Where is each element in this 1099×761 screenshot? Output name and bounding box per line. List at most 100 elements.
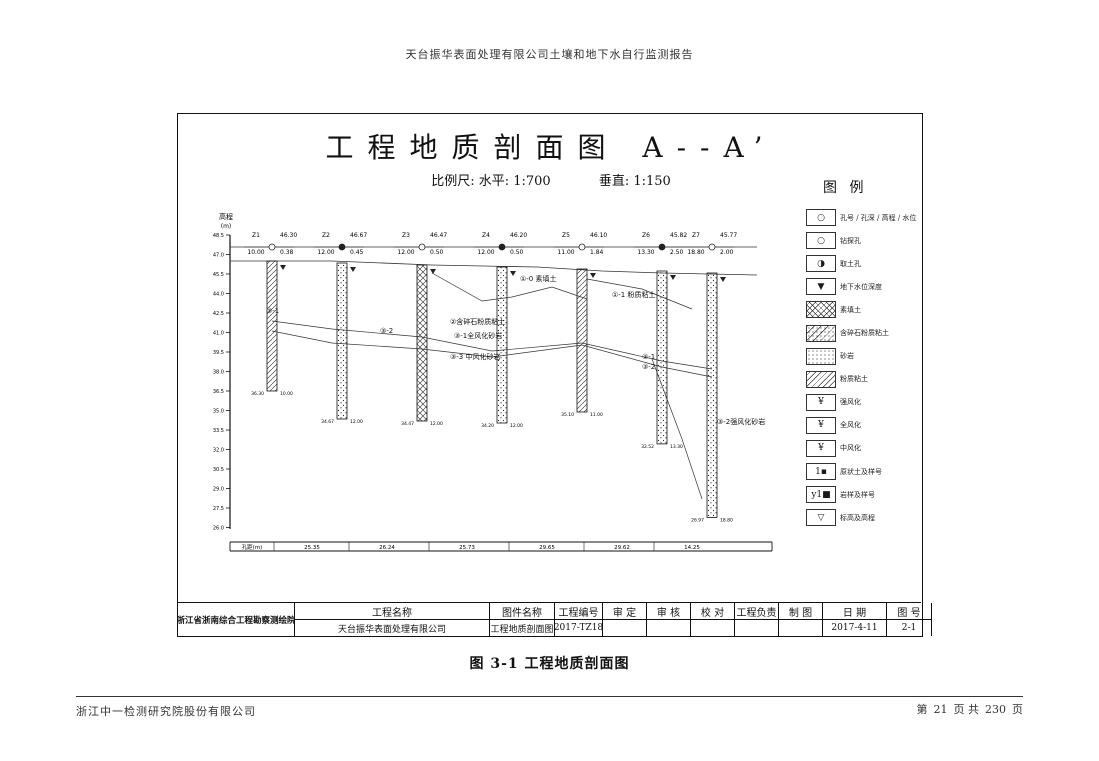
title-block-header: 工程编号 bbox=[555, 603, 603, 619]
borehole-bottom-depth: 10.00 bbox=[280, 391, 293, 397]
spacing-value: 29.62 bbox=[614, 545, 630, 551]
title-block-header: 图 号 bbox=[887, 603, 932, 619]
circle-swatch: ○ bbox=[806, 232, 836, 250]
elev-tick-label: 45.5 bbox=[213, 272, 224, 278]
borehole-marker bbox=[498, 243, 506, 251]
borehole-water: 0.50 bbox=[430, 249, 444, 256]
boundary-line-1 bbox=[271, 320, 713, 370]
borehole-id: Z6 bbox=[642, 232, 650, 239]
borehole-water: 0.50 bbox=[510, 249, 524, 256]
page-mid: 页 共 bbox=[953, 703, 980, 716]
footer-rule bbox=[76, 696, 1023, 697]
title-block-header: 工程名称 bbox=[295, 603, 490, 619]
axis-unit: (m) bbox=[221, 223, 232, 230]
title-block-value: 2017-4-11 bbox=[823, 619, 887, 636]
borehole-elev: 45.82 bbox=[670, 232, 687, 239]
legend-item: y1■岩样及样号 bbox=[806, 483, 916, 506]
borehole-column bbox=[266, 260, 278, 392]
borehole-id: Z3 bbox=[402, 232, 410, 239]
borehole-bottom-depth: 12.00 bbox=[350, 419, 363, 425]
borehole-marker bbox=[268, 243, 276, 251]
page-prefix: 第 bbox=[916, 703, 928, 716]
page-num: 21 bbox=[933, 703, 948, 716]
diag-dots-swatch bbox=[806, 324, 836, 342]
borehole-bottom-elev: 36.30 bbox=[251, 391, 264, 397]
borehole-elev: 46.47 bbox=[430, 232, 447, 239]
borehole-marker bbox=[708, 243, 716, 251]
borehole-elev: 46.10 bbox=[590, 232, 607, 239]
water-level-marker bbox=[590, 273, 596, 278]
borehole-depth: 12.00 bbox=[477, 249, 494, 256]
drawing-title: 工程地质剖面图 A--A’ bbox=[325, 131, 777, 164]
borehole-id: Z7 bbox=[692, 232, 700, 239]
legend-item: 1▪原状土及样号 bbox=[806, 460, 916, 483]
scale-horizontal: 比例尺: 水平: 1:700 bbox=[431, 174, 551, 189]
elev-tick-label: 48.5 bbox=[213, 233, 224, 239]
layer-label: ①-1 粉质粘土 bbox=[612, 290, 655, 299]
layer-label: ②含碎石粉质粘土 bbox=[450, 317, 505, 326]
sample1-swatch: 1▪ bbox=[806, 463, 836, 481]
borehole-column bbox=[496, 266, 508, 424]
spacing-value: 25.73 bbox=[459, 545, 475, 551]
elev-tick-label: 33.5 bbox=[213, 428, 224, 434]
title-block-header: 校 对 bbox=[691, 603, 735, 619]
dots-swatch bbox=[806, 347, 836, 365]
legend-item: ▼地下水位深度 bbox=[806, 275, 916, 298]
borehole-marker bbox=[578, 243, 586, 251]
water-level-marker bbox=[350, 267, 356, 272]
page-suffix: 页 bbox=[1012, 703, 1023, 716]
borehole-bottom-depth: 11.00 bbox=[590, 412, 603, 418]
title-block: 浙江省浙南综合工程勘察测绘院 工程名称天台振华表面处理有限公司图件名称工程地质剖… bbox=[178, 602, 932, 636]
spacing-value: 25.35 bbox=[304, 545, 320, 551]
title-block-header: 审 核 bbox=[647, 603, 691, 619]
borehole-water: 2.50 bbox=[670, 249, 684, 256]
borehole-water: 1.84 bbox=[590, 249, 604, 256]
borehole-column bbox=[416, 264, 428, 422]
borehole-id: Z5 bbox=[562, 232, 570, 239]
legend-label: 含碎石粉质粘土 bbox=[840, 329, 889, 338]
legend-item: ¥强风化 bbox=[806, 391, 916, 414]
water-level-marker bbox=[670, 275, 676, 280]
elev-tick-label: 36.5 bbox=[213, 389, 224, 395]
borehole-marker bbox=[338, 243, 346, 251]
scale-vertical: 垂直: 1:150 bbox=[598, 174, 671, 189]
borehole-bottom-elev: 26.97 bbox=[691, 517, 704, 523]
elev-tick-label: 27.5 bbox=[213, 506, 224, 512]
legend-label: 强风化 bbox=[840, 398, 861, 407]
water-level-marker bbox=[720, 277, 726, 282]
cross-hatch-swatch bbox=[806, 301, 836, 319]
title-block-header: 工程负责 bbox=[735, 603, 779, 619]
layer-label: ③-3 中风化砂岩 bbox=[450, 352, 500, 361]
legend-item: ○孔号 / 孔深 / 高程 / 水位 bbox=[806, 206, 916, 229]
borehole-depth: 10.00 bbox=[247, 249, 264, 256]
figure-caption: 图 3-1 工程地质剖面图 bbox=[469, 656, 630, 672]
legend-item: ▽标高及高程 bbox=[806, 506, 916, 529]
title-block-value: 2017-TZ18 bbox=[555, 619, 603, 636]
layer-label: ③-2 bbox=[642, 363, 655, 371]
legend-item: 砂岩 bbox=[806, 345, 916, 368]
layer-label: ③-1 bbox=[642, 353, 655, 361]
spacing-value: 26.24 bbox=[379, 545, 395, 551]
borehole-depth: 13.30 bbox=[637, 249, 654, 256]
elev-swatch: ▽ bbox=[806, 509, 836, 527]
borehole-bottom-depth: 12.00 bbox=[510, 423, 523, 429]
ground-surface bbox=[230, 260, 758, 276]
borehole-depth: 12.00 bbox=[397, 249, 414, 256]
legend-item: ¥中风化 bbox=[806, 437, 916, 460]
axis-label: 高程 bbox=[219, 212, 233, 221]
diag-swatch bbox=[806, 370, 836, 388]
layer-label: ①-0 素填土 bbox=[520, 274, 556, 283]
boundary-line-3 bbox=[431, 272, 588, 302]
borehole-bottom-depth: 12.00 bbox=[430, 421, 443, 427]
legend-item: 含碎石粉质粘土 bbox=[806, 321, 916, 344]
legend: ○孔号 / 孔深 / 高程 / 水位○钻探孔◑取土孔▼地下水位深度素填土含碎石粉… bbox=[806, 206, 916, 529]
borehole-column bbox=[336, 262, 348, 420]
legend-item: ¥全风化 bbox=[806, 414, 916, 437]
legend-label: 取土孔 bbox=[840, 259, 861, 268]
elev-tick-label: 26.0 bbox=[213, 526, 224, 532]
